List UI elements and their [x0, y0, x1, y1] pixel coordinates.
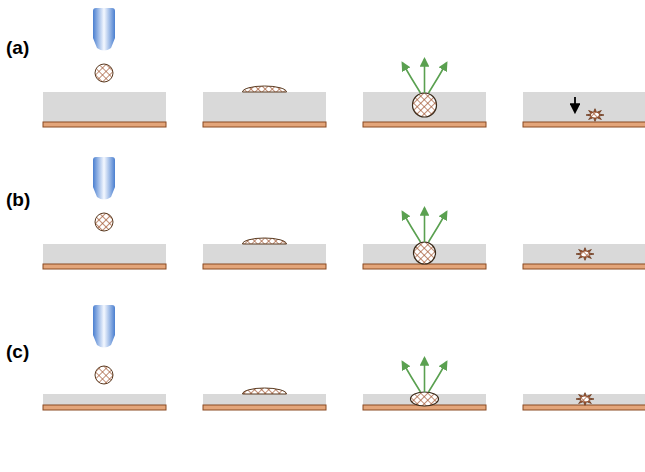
process-row [43, 305, 645, 410]
gel-layer [43, 244, 166, 264]
gel-layer [43, 92, 166, 122]
substrate-layer [363, 264, 486, 269]
panel-label: (c) [6, 341, 29, 363]
sinking-arrow [574, 97, 576, 112]
gel-layer [363, 92, 486, 122]
residue [576, 393, 594, 406]
substrate-layer [523, 405, 645, 410]
evaporation-arrow [429, 362, 447, 392]
embedded-droplet [413, 93, 437, 117]
process-row [43, 157, 645, 269]
substrate-layer [43, 405, 166, 410]
substrate-layer [43, 264, 166, 269]
residue-core [591, 113, 599, 118]
nozzle [93, 305, 115, 348]
residue-core [581, 252, 589, 257]
panel-label: (b) [6, 189, 30, 211]
gel-layer [523, 244, 645, 264]
residue [586, 109, 604, 122]
spread-droplet [243, 86, 287, 92]
substrate-layer [203, 405, 326, 410]
nozzle [93, 157, 115, 200]
gel-layer [203, 92, 326, 122]
substrate-layer [43, 122, 166, 127]
process-row [43, 8, 645, 127]
substrate-layer [203, 122, 326, 127]
gel-layer [203, 244, 326, 264]
gel-layer [523, 92, 645, 122]
substrate-layer [523, 264, 645, 269]
substrate-layer [203, 264, 326, 269]
gel-layer [203, 394, 326, 405]
evaporation-arrow [424, 358, 426, 392]
gel-layer [43, 394, 166, 405]
spread-droplet [243, 388, 287, 394]
spread-droplet [243, 238, 287, 244]
evaporation-arrow [403, 63, 421, 93]
embedded-droplet [411, 392, 439, 406]
evaporation-arrow [424, 59, 426, 93]
embedded-droplet [414, 242, 436, 264]
evaporation-arrow [403, 362, 421, 392]
nozzle [93, 8, 115, 51]
substrate-layer [363, 122, 486, 127]
substrate-layer [523, 122, 645, 127]
evaporation-arrow [403, 212, 421, 242]
droplet [95, 213, 113, 231]
droplet [95, 366, 113, 384]
residue [576, 248, 594, 261]
evaporation-arrow [429, 212, 447, 242]
evaporation-arrow [424, 208, 426, 242]
residue-core [581, 397, 589, 402]
panel-label: (a) [6, 37, 29, 59]
evaporation-arrow [429, 63, 447, 93]
droplet [95, 64, 113, 82]
